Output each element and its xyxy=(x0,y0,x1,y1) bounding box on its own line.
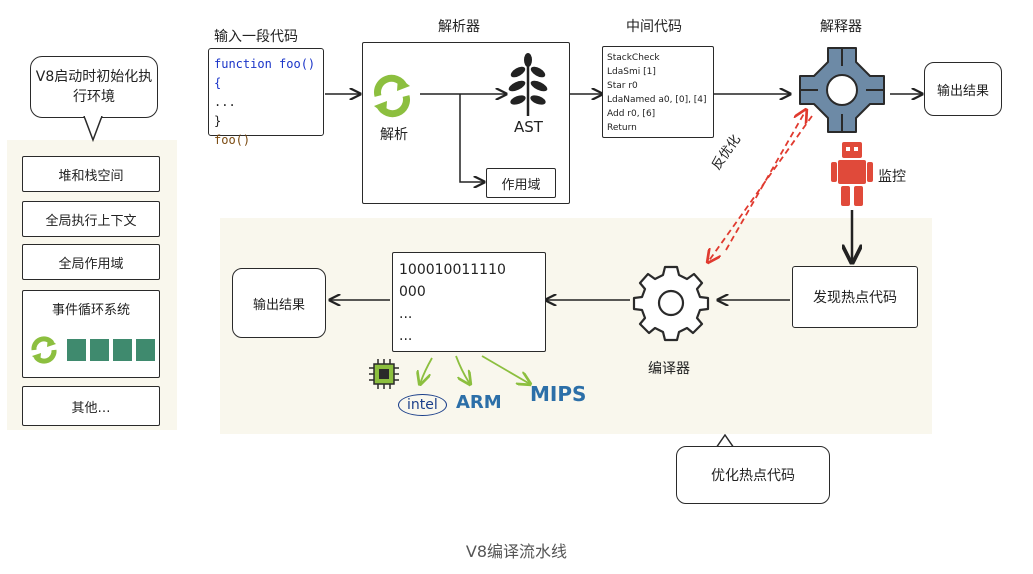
hot-code-label: 发现热点代码 xyxy=(813,290,897,306)
arrow-to-arm xyxy=(455,355,470,384)
event-loop-item: 事件循环系统 xyxy=(22,290,160,378)
machine-code-line: ... xyxy=(399,328,413,344)
input-title: 输入一段代码 xyxy=(214,29,298,45)
global-context-label: 全局执行上下文 xyxy=(45,213,137,229)
parse-cycle-icon xyxy=(374,74,410,118)
parser-box xyxy=(362,42,570,204)
other-item: 其他… xyxy=(22,386,160,426)
code-line: function foo() { xyxy=(214,55,318,93)
code-rest: } xyxy=(214,114,222,128)
arrow-to-intel xyxy=(420,357,433,384)
intel-logo: intel xyxy=(398,394,447,416)
scope-box: 作用域 xyxy=(486,168,556,198)
bytecode-line: Return xyxy=(607,123,637,133)
mips-logo: MIPS xyxy=(530,382,587,406)
input-code-box: function foo() { ... } foo() xyxy=(208,48,324,147)
machine-code-box: 100010011110 000 ... ... xyxy=(392,252,546,352)
global-scope-label: 全局作用域 xyxy=(58,256,124,272)
init-bubble-text: V8启动时初始化执行环境 xyxy=(35,69,153,105)
code-keyword: function xyxy=(214,57,272,71)
queue-block xyxy=(136,339,155,361)
arrow-deopt-up xyxy=(725,110,806,251)
parser-title: 解析器 xyxy=(438,19,480,35)
hot-code-box: 发现热点代码 xyxy=(792,266,918,328)
code-rest: ... xyxy=(214,95,236,109)
bytecode-box: StackCheck LdaSmi [1] Star r0 LdaNamed a… xyxy=(602,46,714,138)
optimize-bubble: 优化热点代码 xyxy=(676,446,830,504)
init-bubble: V8启动时初始化执行环境 xyxy=(30,56,158,118)
code-line: ... xyxy=(214,93,318,112)
bytecode-line: LdaSmi [1] xyxy=(607,67,656,77)
code-rest: foo() xyxy=(214,133,251,147)
queue-block xyxy=(113,339,132,361)
bytecode-line: Star r0 xyxy=(607,81,638,91)
figure-caption: V8编译流水线 xyxy=(465,542,568,561)
bytecode-title: 中间代码 xyxy=(626,19,682,35)
machine-code-line: ... xyxy=(399,306,413,322)
heap-stack-label: 堆和栈空间 xyxy=(58,168,124,184)
arrow-to-mips xyxy=(481,355,530,384)
interpreter-title: 解释器 xyxy=(820,19,862,35)
ast-label: AST xyxy=(514,118,543,136)
parse-label: 解析 xyxy=(380,127,408,143)
interpreter-output-box: 输出结果 xyxy=(924,62,1002,116)
event-loop-label: 事件循环系统 xyxy=(51,303,130,318)
compiler-gear-icon xyxy=(632,265,710,342)
interpreter-gear-icon xyxy=(799,47,885,133)
cpu-chip-icon xyxy=(369,359,399,389)
compiler-output-label: 输出结果 xyxy=(252,297,305,313)
arm-logo: ARM xyxy=(456,392,502,413)
optimize-label: 优化热点代码 xyxy=(711,468,795,484)
code-rest: foo() { xyxy=(214,57,316,90)
compiler-output-box: 输出结果 xyxy=(232,268,326,338)
queue-block xyxy=(67,339,86,361)
interpreter-output-label: 输出结果 xyxy=(936,83,989,99)
machine-code-line: 000 xyxy=(399,284,426,300)
bytecode-line: Add r0, [6] xyxy=(607,109,656,119)
robot-icon xyxy=(831,142,873,206)
optimize-bubble-tail xyxy=(715,434,735,448)
loop-icon xyxy=(31,336,57,364)
queue-block xyxy=(90,339,109,361)
scope-label: 作用域 xyxy=(501,177,541,193)
global-scope-item: 全局作用域 xyxy=(22,244,160,280)
compiler-title: 编译器 xyxy=(648,361,690,377)
ast-tree-icon xyxy=(508,53,548,116)
bytecode-line: StackCheck xyxy=(607,53,660,63)
bubble-tail xyxy=(83,116,103,143)
other-label: 其他… xyxy=(71,400,111,416)
monitor-label: 监控 xyxy=(878,169,906,185)
bytecode-line: LdaNamed a0, [0], [4] xyxy=(607,95,707,105)
global-context-item: 全局执行上下文 xyxy=(22,201,160,237)
heap-stack-item: 堆和栈空间 xyxy=(22,156,160,192)
machine-code-line: 100010011110 xyxy=(399,262,506,278)
code-line: foo() xyxy=(214,131,318,150)
arrow-parse-to-scope xyxy=(459,94,484,182)
code-line: } xyxy=(214,112,318,131)
